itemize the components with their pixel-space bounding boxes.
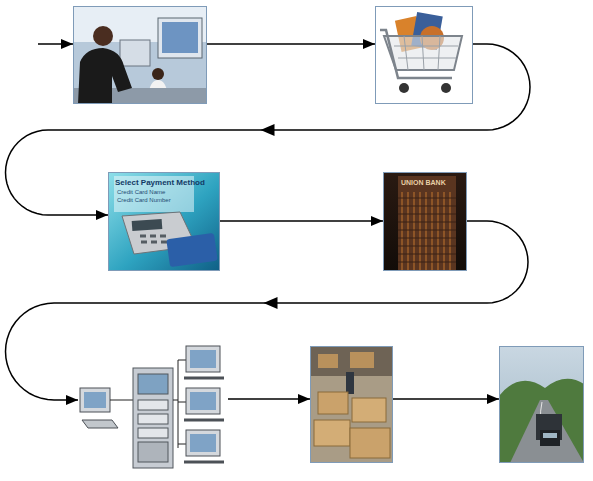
shelf-box: [318, 354, 338, 368]
truck-photo: [499, 346, 584, 463]
server-panel: [138, 400, 168, 410]
photo-box: [73, 6, 207, 104]
hills: [499, 379, 584, 463]
warehouse-shelves: [310, 346, 393, 376]
screen-text: Credit Card Number: [117, 197, 171, 204]
office-photo: [73, 6, 207, 104]
network-wire: [110, 400, 133, 401]
truck-windshield: [543, 433, 557, 438]
server-panel: [138, 428, 168, 438]
server-panel: [138, 374, 168, 394]
photo-background: [108, 172, 220, 271]
cardboard-box: [318, 392, 348, 414]
building-sign: UNION BANK: [401, 179, 446, 187]
monitor: [120, 40, 150, 66]
photo-box: UNION BANK: [383, 172, 467, 271]
entry-arrow: [38, 43, 73, 45]
workstation-keyboards: [184, 378, 224, 462]
workstation-screen: [84, 392, 106, 408]
workstation-screen: [190, 392, 216, 410]
bank-photo: [383, 172, 467, 271]
cart-wheel: [399, 83, 409, 93]
coworker-head: [152, 68, 164, 80]
direction-arrowhead: [261, 124, 275, 136]
flow-arrow: [207, 43, 375, 45]
photo-box: Select Payment MethodCredit Card NameCre…: [108, 172, 220, 271]
screen-text: Credit Card Name: [117, 189, 165, 196]
cart-wires: [394, 36, 458, 70]
cardboard-box: [350, 428, 390, 458]
monitor: [158, 18, 202, 58]
workstation-keyboard: [82, 420, 118, 428]
screen-text: Select Payment Method: [115, 178, 205, 187]
monitor-screen: [162, 22, 198, 53]
warehouse-photo: [310, 346, 393, 463]
server-panel: [138, 414, 168, 424]
person-body: [78, 48, 132, 104]
photo-background: [375, 6, 473, 104]
network-group: [78, 343, 228, 470]
workstation-monitor: [80, 388, 110, 412]
cart-frame: [380, 30, 452, 78]
cardboard-box: [352, 398, 386, 422]
payment-photo: [108, 172, 220, 271]
photo-box: [499, 346, 584, 463]
flow-arrow: [6, 221, 529, 400]
photo-background: [383, 172, 467, 271]
flow-arrow: [6, 44, 531, 215]
workstation-screen: [190, 350, 216, 368]
worker: [346, 372, 354, 394]
flow-arrow: [220, 220, 383, 222]
direction-arrowhead: [264, 297, 278, 309]
photo-background: [73, 6, 207, 104]
terminal-keys: [140, 236, 167, 242]
workstation-monitor: [186, 430, 220, 456]
network-bracket: [173, 360, 186, 448]
photo-box: [310, 346, 393, 463]
photo-box: [375, 6, 473, 104]
bank-tower: [398, 176, 456, 271]
flow-arrow: [228, 398, 310, 400]
person-head: [93, 26, 113, 46]
photo-background: [499, 346, 584, 463]
server-panel: [138, 442, 168, 462]
tower-floors: [398, 198, 456, 262]
terminal-display: [132, 219, 163, 231]
workstation-screen: [190, 434, 216, 452]
cart-photo: [375, 6, 473, 104]
credit-card: [166, 233, 217, 267]
road: [510, 400, 584, 463]
server-rack: [133, 368, 173, 468]
cart-wheel: [441, 83, 451, 93]
cardboard-box: [314, 420, 350, 446]
workstation-monitor: [186, 388, 220, 414]
tower-windows: [402, 192, 450, 271]
shelf-box: [350, 352, 374, 368]
network-illustration: [80, 346, 224, 468]
photo-background: [310, 346, 393, 463]
flow-arrow: [393, 398, 499, 400]
truck-cab: [540, 430, 560, 446]
workstation-monitor: [186, 346, 220, 372]
